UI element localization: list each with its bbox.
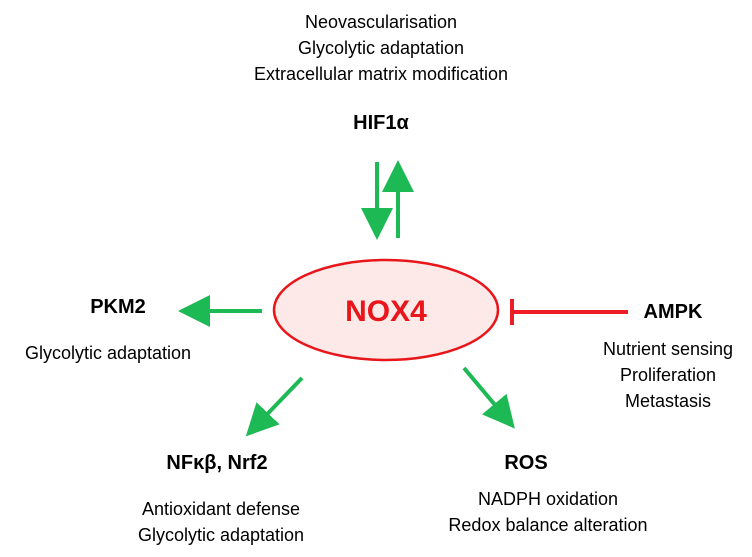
hif1a-effect-1: Neovascularisation [305, 12, 457, 32]
arrow-nox4-to-ros [462, 366, 515, 429]
pkm2-label: PKM2 [90, 296, 146, 318]
nfkb-nrf2-label: NFκβ, Nrf2 [166, 452, 267, 474]
ampk-effect-3: Metastasis [625, 391, 711, 411]
ampk-effect-2: Proliferation [620, 365, 716, 385]
hif1a-effect-3: Extracellular matrix modification [254, 64, 508, 84]
ros-effect-1: NADPH oxidation [478, 489, 618, 509]
nox4-label: NOX4 [345, 295, 427, 328]
nox4-node [272, 258, 500, 362]
nfkb-nrf2-effect-2: Glycolytic adaptation [138, 525, 304, 545]
ampk-label: AMPK [644, 301, 703, 323]
ros-effect-2: Redox balance alteration [448, 515, 647, 535]
arrow-nox4-to-nfkb-nrf2 [245, 376, 304, 437]
hif1a-label: HIF1α [353, 112, 409, 134]
nfkb-nrf2-effect-1: Antioxidant defense [142, 499, 300, 519]
hif1a-effect-2: Glycolytic adaptation [298, 38, 464, 58]
ampk-effect-1: Nutrient sensing [603, 339, 733, 359]
ros-label: ROS [504, 452, 547, 474]
pkm2-effect-1: Glycolytic adaptation [25, 343, 191, 363]
